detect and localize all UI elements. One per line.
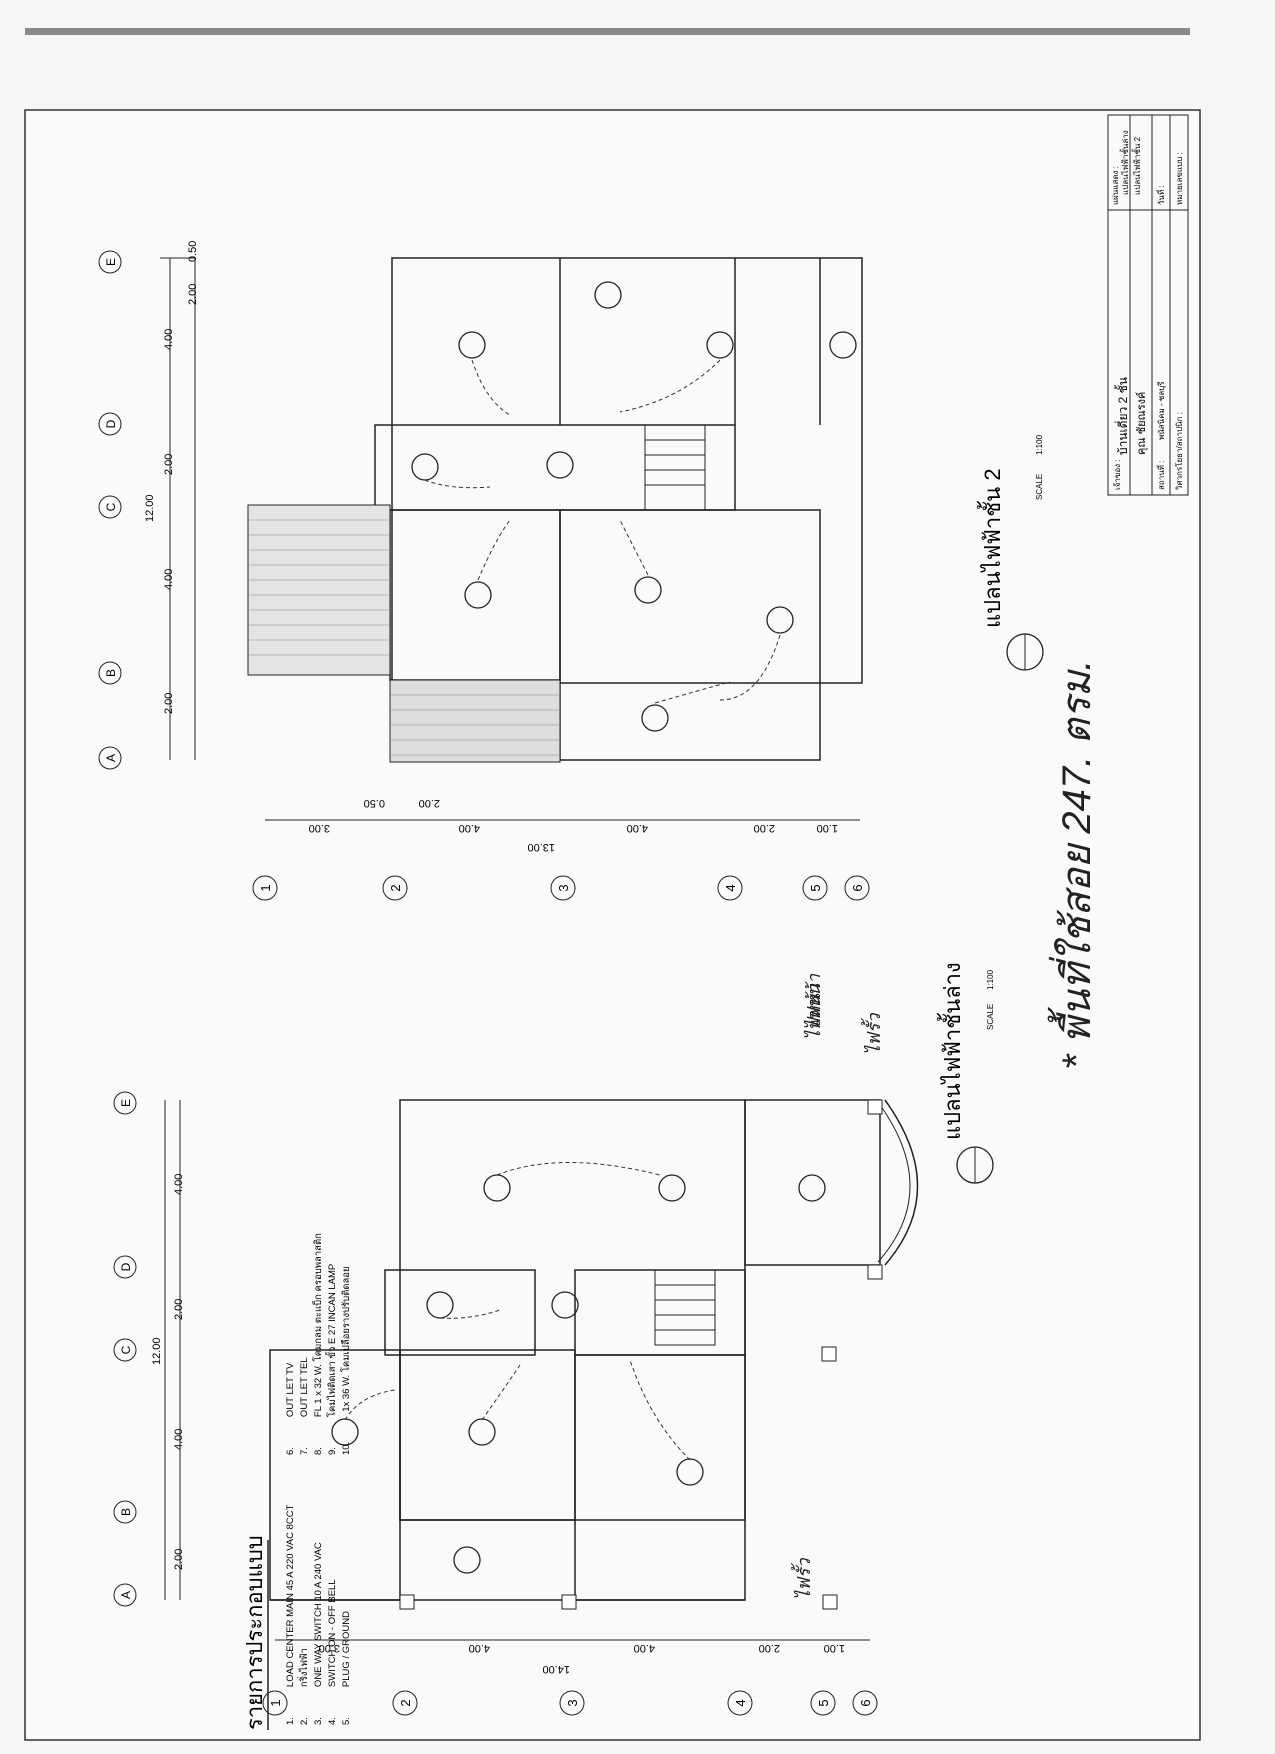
title-block: เจ้าของ : บ้านเดี่ยว 2 ชั้น คุณ ชัยณรงค์… <box>1107 114 1189 496</box>
grid-num: 1 <box>258 884 273 891</box>
project-name: บ้านเดี่ยว 2 ชั้น <box>1114 377 1130 455</box>
location-label: สถานที่ : <box>1155 461 1166 490</box>
dim: 4.00 <box>163 569 175 590</box>
grid-num: 3 <box>556 884 571 891</box>
ground-floor-plan: A B C D E 2.00 4.00 2.00 4.00 12.00 <box>113 962 995 1716</box>
dim: 2.00 <box>163 693 175 714</box>
legend-item: 9.โคมไฟติดเสา ขั้ว E 27 INCAN LAMP <box>325 1264 338 1455</box>
owner-name: คุณ ชัยณรงค์ <box>1135 392 1148 455</box>
dim: 1.00 <box>824 1642 845 1654</box>
dim-total: 14.00 <box>542 1663 570 1675</box>
drawing-border <box>24 109 1201 1741</box>
legend-item: 4.SWITCH ON - OFF BELL <box>327 1579 338 1725</box>
designer-label: วิศวกรโยธา/สถาปนิก : <box>1174 412 1184 490</box>
ground-grid-letters: A B C D E <box>113 1091 137 1607</box>
dim: 4.00 <box>163 329 175 350</box>
legend-item: 1.LOAD CENTER MAIN 45 A 220 VAC 8CCT <box>285 1504 296 1725</box>
dim: 2.00 <box>163 454 175 475</box>
lamp-symbols <box>411 281 857 732</box>
grid-num: 4 <box>723 884 738 891</box>
grid-num: 2 <box>388 884 403 891</box>
dim: 1.00 <box>817 822 838 834</box>
dim: 0.50 <box>364 797 385 809</box>
dim: 4.00 <box>459 822 480 834</box>
dim-total: 12.00 <box>151 1337 163 1365</box>
dim: 0.50 <box>187 241 199 262</box>
grid-num: 1 <box>268 1699 283 1706</box>
handwritten-area-note: * พื้นที่ใช้สอย 247. ตรม. <box>1047 660 1099 1070</box>
plan-title-ground: แปลนไฟฟ้าชั้นล่าง <box>937 962 965 1140</box>
date-label: วันที่ : <box>1155 185 1166 205</box>
grid-num: 6 <box>858 1699 873 1706</box>
dim: 4.00 <box>627 822 648 834</box>
ground-dims-side: 3.00 4.00 4.00 2.00 1.00 14.00 <box>319 1642 845 1675</box>
handwritten-notes: * พื้นที่ใช้สอย 247. ตรม. ไฟหน้า ไฟหน้า … <box>790 660 1099 1600</box>
upper-grid-numbers: 1 2 3 4 5 6 <box>252 875 870 901</box>
legend-title: รายการประกอบแบบ <box>242 1535 267 1730</box>
dim: 2.00 <box>419 797 440 809</box>
location: พนัสนิคม - ชลบุรี <box>1157 381 1166 440</box>
handwritten-label: ไฟรั้ว <box>790 1558 814 1600</box>
legend-item: 5.PLUG / GROUND <box>341 1611 352 1725</box>
grid-label-E: E <box>104 258 118 266</box>
dim: 3.00 <box>319 1642 340 1654</box>
dim: 2.00 <box>187 284 199 305</box>
handwritten-label: ไฟหน้า <box>803 983 824 1040</box>
dim: 2.00 <box>173 1299 185 1320</box>
legend-item: 7.OUT LET TEL <box>299 1357 310 1455</box>
ground-grid-numbers: 1 2 3 4 5 6 <box>262 1690 878 1716</box>
dim-total: 13.00 <box>527 841 555 853</box>
upper-dims-side: 3.00 4.00 4.00 2.00 1.00 13.00 0.50 2.00 <box>309 797 838 853</box>
upper-grid-letters: A B C D E <box>98 250 122 770</box>
grid-label-E: E <box>119 1099 133 1107</box>
grid-label-B: B <box>104 669 118 677</box>
grid-label-C: C <box>104 502 118 511</box>
grid-label-C: C <box>119 1345 133 1354</box>
legend-items: 1.LOAD CENTER MAIN 45 A 220 VAC 8CCT 2.ก… <box>285 1233 352 1725</box>
sheet-label: แผ่นแสดง : <box>1111 166 1120 205</box>
dim: 4.00 <box>173 1174 185 1195</box>
handwritten-label: ไฟหน้า <box>803 973 824 1030</box>
dim: 2.00 <box>759 1642 780 1654</box>
dim: 2.00 <box>173 1549 185 1570</box>
grid-label-A: A <box>104 754 118 762</box>
grid-label-D: D <box>119 1262 133 1271</box>
grid-num: 5 <box>816 1699 831 1706</box>
grid-num: 6 <box>850 884 865 891</box>
scale-upper: 1:100 <box>1035 434 1044 455</box>
project-label: เจ้าของ : <box>1113 459 1122 490</box>
dim: 4.00 <box>634 1642 655 1654</box>
grid-num: 5 <box>808 884 823 891</box>
legend-item: 6.OUT LET TV <box>285 1362 296 1455</box>
dim: 2.00 <box>754 822 775 834</box>
sheet-line-2: แปลนไฟฟ้าชั้น 2 <box>1131 136 1142 195</box>
grid-num: 3 <box>565 1699 580 1706</box>
scale-label-upper: SCALE <box>1035 474 1044 500</box>
grid-label-D: D <box>104 419 118 428</box>
grid-num: 4 <box>733 1699 748 1706</box>
legend-item: 8.FL 1 x 32 W. โคมกลม ตะแบ็ก ครอบพลาสติก <box>311 1233 324 1455</box>
grid-num: 2 <box>398 1699 413 1706</box>
dim-total: 12.00 <box>144 494 156 522</box>
scale-label-ground: SCALE <box>986 1004 995 1030</box>
scale-ground: 1:100 <box>986 969 995 990</box>
sheet-no-label: หมายเลขแบบ : <box>1175 152 1184 205</box>
grid-label-A: A <box>119 1591 133 1599</box>
dim: 4.00 <box>173 1429 185 1450</box>
ground-dims-top: 2.00 4.00 2.00 4.00 12.00 <box>151 1174 185 1570</box>
plan-title-upper: แปลนไฟฟ้าชั้น 2 <box>977 468 1005 628</box>
scan-edge <box>25 28 1190 35</box>
handwritten-label: ไฟรั้ว <box>860 1013 884 1055</box>
legend: รายการประกอบแบบ 1.LOAD CENTER MAIN 45 A … <box>242 1233 352 1730</box>
upper-floor-plan: A B C D E 2.00 4.00 2.00 4.00 2.00 0.50 … <box>98 241 1044 901</box>
dim: 3.00 <box>309 822 330 834</box>
grid-label-B: B <box>119 1508 133 1516</box>
legend-item: 3.ONE WAY SWITCH 10 A 240 VAC <box>313 1542 324 1725</box>
legend-item: 10.1x 36 W. โคมเปลือยรางปรับติดลอย <box>340 1266 352 1455</box>
sheet-line-1: แปลนไฟฟ้าชั้นล่าง <box>1119 130 1130 195</box>
dim: 4.00 <box>469 1642 490 1654</box>
legend-item: 2.กริ่งไฟฟ้า <box>297 1648 310 1725</box>
upper-dims-top: 2.00 4.00 2.00 4.00 2.00 0.50 12.00 <box>144 241 199 714</box>
